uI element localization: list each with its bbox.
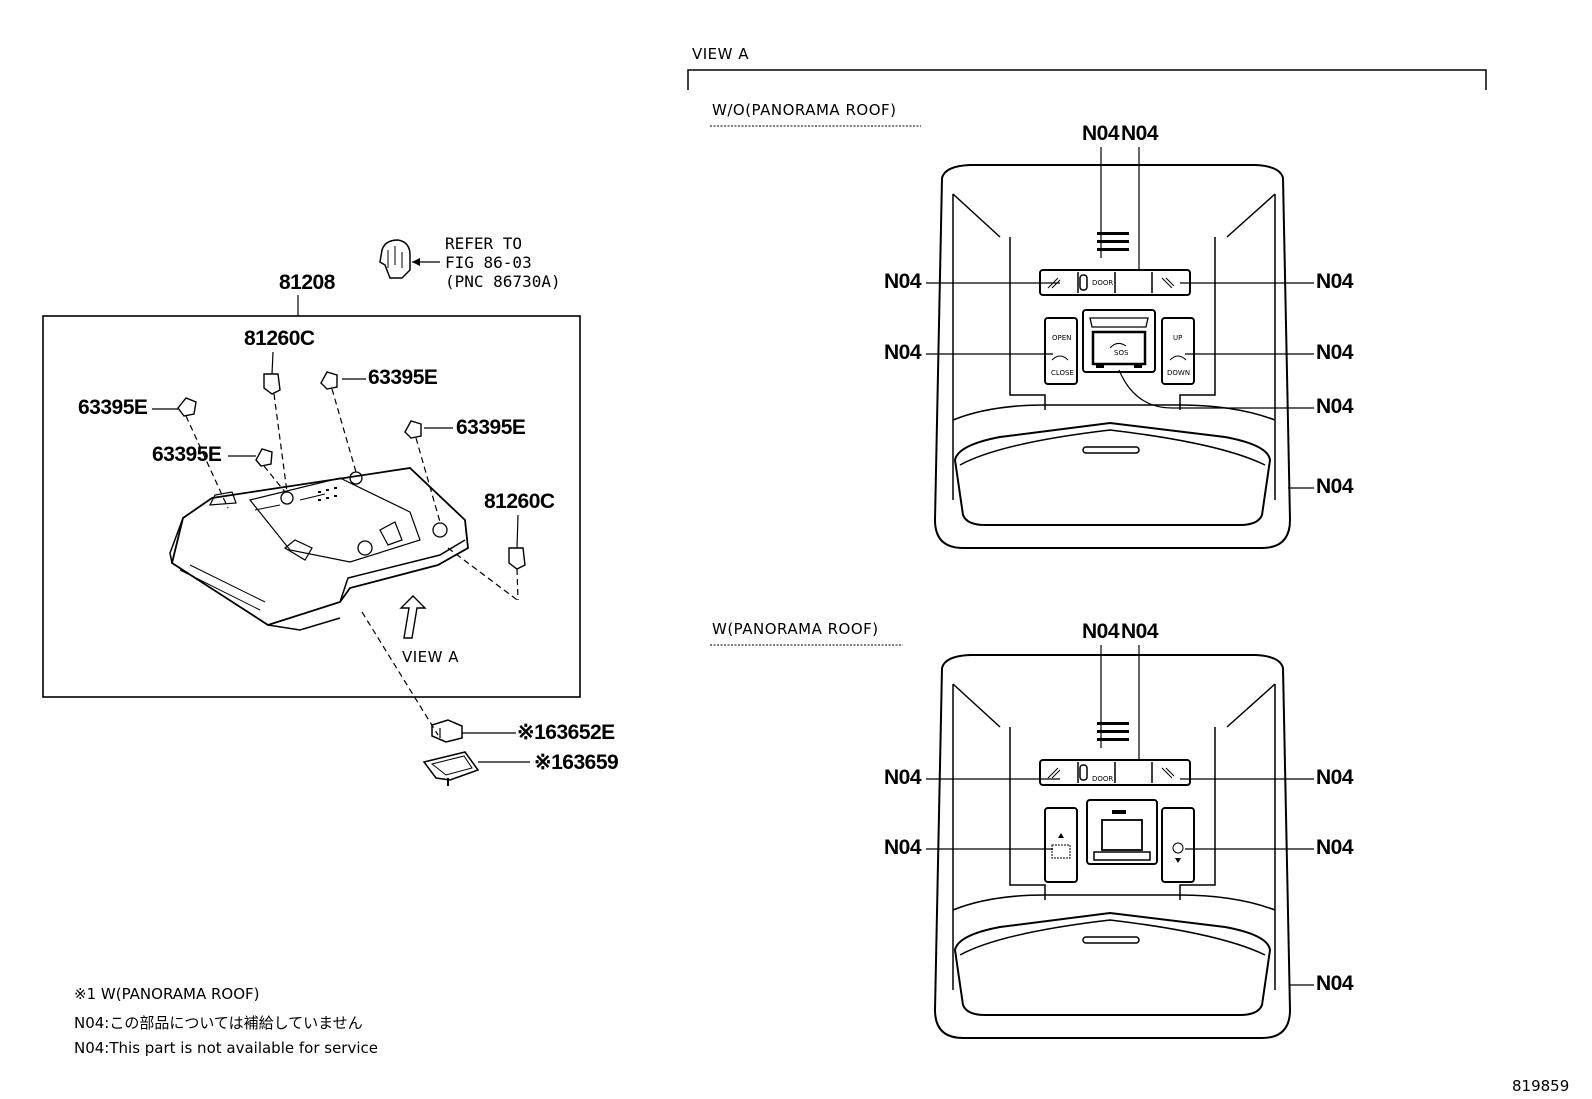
n04-callout: N04	[1121, 122, 1159, 145]
view-a-panel	[687, 69, 1487, 1039]
n04-callout: N04	[1316, 395, 1354, 418]
part-number-81260c-top: 81260C	[244, 327, 315, 350]
n04-callout: N04	[1121, 620, 1159, 643]
n04-leader-lines	[926, 147, 1314, 986]
assembly-boundary-box	[42, 315, 581, 698]
refer-line-1: REFER TO	[445, 234, 523, 253]
n04-callout: N04	[1316, 972, 1354, 995]
section-without-panorama-roof-title: W/O(PANORAMA ROOF)	[712, 101, 897, 119]
lamp-with-panorama-roof	[934, 654, 1291, 1039]
part-number-163652e: ※163652E	[517, 721, 615, 744]
n04-callout: N04	[1316, 475, 1354, 498]
n04-callout: N04	[884, 766, 922, 789]
n04-callout: N04	[1082, 620, 1120, 643]
footnote-n04-japanese: N04:この部品については補給していません	[74, 1014, 363, 1032]
switch-label-up: UP	[1173, 334, 1183, 342]
switch-label-close: CLOSE	[1051, 369, 1074, 377]
part-number-63395e-mid: 63395E	[152, 443, 222, 466]
clip-81260c-icons	[263, 373, 526, 570]
part-number-63395e-left: 63395E	[78, 396, 148, 419]
refer-part-icon	[379, 239, 440, 279]
map-lamp-assembly-drawing	[169, 467, 469, 631]
switch-label-down: DOWN	[1167, 369, 1191, 377]
part-number-63395e-right: 63395E	[456, 416, 526, 439]
clip-63395e-icons	[177, 371, 422, 467]
view-a-arrow	[399, 595, 427, 639]
lamp-without-panorama-roof	[934, 164, 1291, 549]
n04-callout: N04	[1316, 836, 1354, 859]
n04-callout: N04	[884, 341, 922, 364]
left-leader-lines	[152, 351, 530, 763]
switch-label-door: DOOR	[1092, 279, 1114, 287]
dashed-assembly-lines	[185, 388, 521, 736]
switch-label-door: DOOR	[1092, 775, 1114, 783]
view-a-label-left: VIEW A	[402, 648, 460, 666]
n04-callout: N04	[884, 270, 922, 293]
footnote-n04-english: N04:This part is not available for servi…	[74, 1039, 378, 1057]
refer-to-note: REFER TO FIG 86-03 (PNC 86730A)	[445, 234, 561, 291]
refer-line-3: (PNC 86730A)	[445, 272, 561, 291]
refer-line-2: FIG 86-03	[445, 253, 532, 272]
part-number-163659: ※163659	[534, 751, 619, 774]
n04-callout: N04	[884, 836, 922, 859]
n04-callout: N04	[1316, 341, 1354, 364]
view-a-bracket	[687, 69, 1487, 90]
part-number-81208: 81208	[279, 271, 335, 294]
part-163652e-icon	[431, 719, 463, 743]
part-163659-icon	[422, 751, 480, 786]
view-a-title: VIEW A	[692, 45, 750, 63]
section-with-panorama-roof-title: W(PANORAMA ROOF)	[712, 620, 879, 638]
n04-callout: N04	[1082, 122, 1120, 145]
part-number-81260c-right: 81260C	[484, 490, 555, 513]
part-number-63395e-top: 63395E	[368, 366, 438, 389]
n04-callout: N04	[1316, 270, 1354, 293]
switch-label-open: OPEN	[1052, 334, 1072, 342]
switch-label-sos: SOS	[1114, 349, 1129, 357]
footnote-panorama: ※1 W(PANORAMA ROOF)	[74, 985, 260, 1003]
n04-callout: N04	[1316, 766, 1354, 789]
figure-id: 819859	[1512, 1077, 1570, 1095]
left-exploded-view	[42, 239, 581, 786]
